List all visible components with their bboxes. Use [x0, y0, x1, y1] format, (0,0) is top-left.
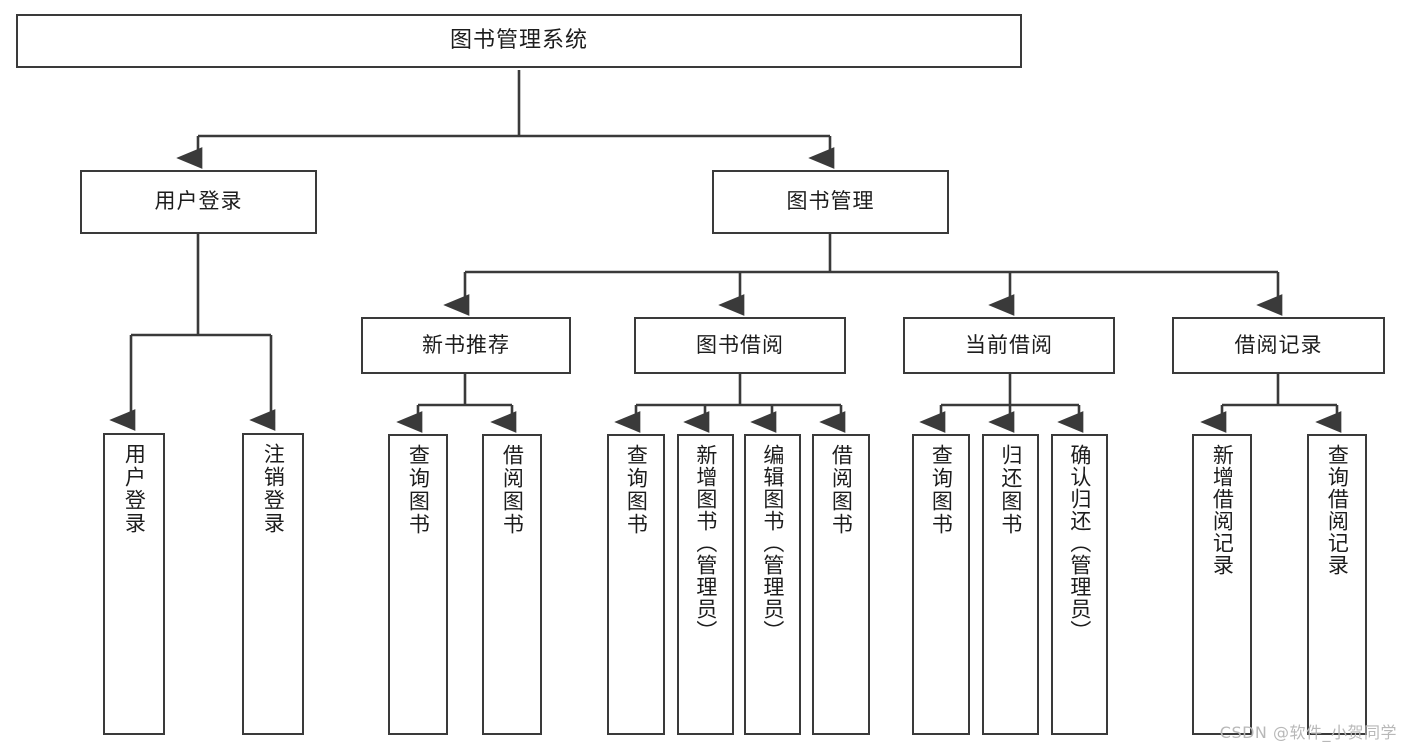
- node-new-book-recommend[interactable]: 新书推荐: [361, 317, 571, 374]
- node-leaf-book-borrow-3[interactable]: 借阅图书: [812, 434, 870, 735]
- node-book-borrow[interactable]: 图书借阅: [634, 317, 846, 374]
- leaf-label: 查询借阅记录: [1325, 444, 1350, 576]
- node-current-borrow[interactable]: 当前借阅: [903, 317, 1115, 374]
- node-leaf-borrow-record-1[interactable]: 查询借阅记录: [1307, 434, 1367, 735]
- node-leaf-current-borrow-2[interactable]: 确认归还（管理员）: [1051, 434, 1108, 735]
- csdn-watermark: CSDN @软件_小贺同学: [1219, 723, 1397, 742]
- node-leaf-book-borrow-2[interactable]: 编辑图书（管理员）: [744, 434, 801, 735]
- leaf-label: 查询图书: [624, 444, 649, 536]
- leaf-label: 借阅图书: [500, 444, 525, 536]
- node-leaf-user-login-1[interactable]: 注销登录: [242, 433, 304, 735]
- leaf-label: 归还图书: [998, 444, 1023, 536]
- node-book-management[interactable]: 图书管理: [712, 170, 949, 234]
- node-leaf-new-book-0[interactable]: 查询图书: [388, 434, 448, 735]
- leaf-label: 查询图书: [406, 444, 431, 536]
- leaf-label: 用户登录: [122, 443, 147, 535]
- node-leaf-current-borrow-0[interactable]: 查询图书: [912, 434, 970, 735]
- node-root-system[interactable]: 图书管理系统: [16, 14, 1022, 68]
- node-leaf-current-borrow-1[interactable]: 归还图书: [982, 434, 1039, 735]
- node-user-login[interactable]: 用户登录: [80, 170, 317, 234]
- node-leaf-user-login-0[interactable]: 用户登录: [103, 433, 165, 735]
- node-borrow-record[interactable]: 借阅记录: [1172, 317, 1385, 374]
- node-leaf-book-borrow-1[interactable]: 新增图书（管理员）: [677, 434, 734, 735]
- leaf-label: 查询图书: [929, 444, 954, 536]
- leaf-label: 注销登录: [261, 443, 286, 535]
- leaf-label: 编辑图书（管理员）: [760, 444, 785, 642]
- node-leaf-new-book-1[interactable]: 借阅图书: [482, 434, 542, 735]
- node-leaf-book-borrow-0[interactable]: 查询图书: [607, 434, 665, 735]
- leaf-label: 借阅图书: [829, 444, 854, 536]
- node-leaf-borrow-record-0[interactable]: 新增借阅记录: [1192, 434, 1252, 735]
- leaf-label: 新增图书（管理员）: [693, 444, 718, 642]
- leaf-label: 新增借阅记录: [1210, 444, 1235, 576]
- leaf-label: 确认归还（管理员）: [1067, 444, 1092, 642]
